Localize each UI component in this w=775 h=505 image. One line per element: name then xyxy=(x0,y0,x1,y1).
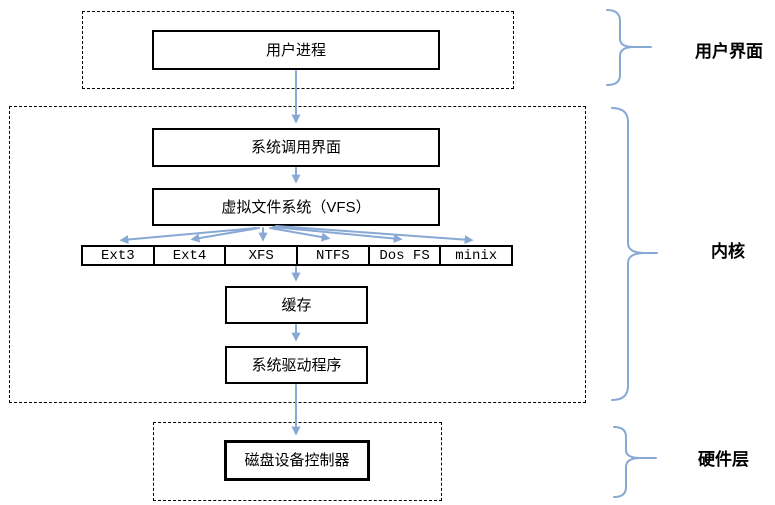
cache-label: 缓存 xyxy=(281,296,312,314)
filesystem-row: Ext3 Ext4 XFS NTFS Dos FS minix xyxy=(81,245,513,266)
kernel-brace xyxy=(611,107,658,401)
vfs-label: 虚拟文件系统（VFS） xyxy=(221,198,371,216)
hardware-layer-label: 硬件层 xyxy=(698,450,749,469)
user-interface-layer-region xyxy=(82,11,514,89)
fs-cell-minix: minix xyxy=(439,247,511,264)
disk-controller-label: 磁盘设备控制器 xyxy=(244,452,350,469)
kernel-layer-region xyxy=(9,106,586,403)
kernel-layer-label: 内核 xyxy=(711,242,745,261)
user-process-label: 用户进程 xyxy=(265,41,326,59)
hardware-layer-region xyxy=(153,422,442,501)
fs-cell-xfs: XFS xyxy=(224,247,296,264)
user-interface-layer-label: 用户界面 xyxy=(695,42,763,61)
cache-box: 缓存 xyxy=(225,286,368,324)
fs-cell-ext4: Ext4 xyxy=(152,247,225,264)
fs-cell-ntfs: NTFS xyxy=(296,247,368,264)
driver-box: 系统驱动程序 xyxy=(225,346,368,384)
user-process-box: 用户进程 xyxy=(152,30,440,70)
disk-controller-box: 磁盘设备控制器 xyxy=(224,440,370,481)
syscall-interface-label: 系统调用界面 xyxy=(250,139,341,156)
fs-cell-dosfs: Dos FS xyxy=(367,247,440,264)
user-interface-brace xyxy=(606,9,652,86)
driver-label: 系统驱动程序 xyxy=(251,356,342,374)
hardware-brace xyxy=(613,426,657,498)
fs-cell-ext3: Ext3 xyxy=(101,247,135,264)
syscall-interface-box: 系统调用界面 xyxy=(152,128,440,167)
vfs-box: 虚拟文件系统（VFS） xyxy=(152,188,440,226)
